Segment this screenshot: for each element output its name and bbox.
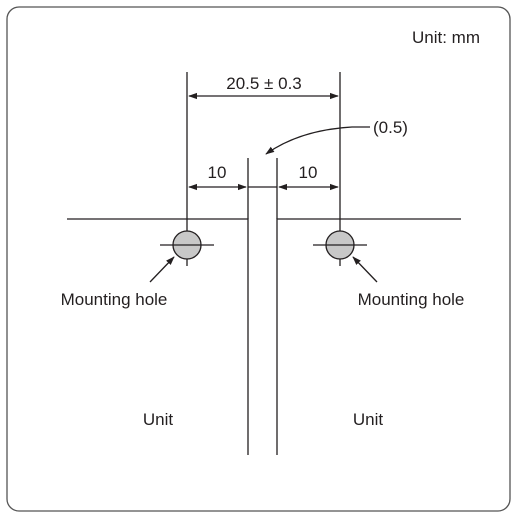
right-hole-label: Mounting hole (358, 290, 465, 309)
gap-leader (265, 126, 370, 155)
left-hole-leader (149, 256, 175, 283)
right-offset-label: 10 (299, 163, 318, 182)
left-hole-label: Mounting hole (61, 290, 168, 309)
left-unit-label: Unit (143, 410, 174, 429)
unit-label: Unit: mm (412, 28, 480, 47)
left-offset-label: 10 (208, 163, 227, 182)
right-unit-label: Unit (353, 410, 384, 429)
diagram-frame (6, 6, 511, 512)
right-hole-leader (352, 256, 378, 283)
gap-label: (0.5) (373, 118, 408, 137)
overall-dimension-label: 20.5 ± 0.3 (226, 74, 302, 93)
